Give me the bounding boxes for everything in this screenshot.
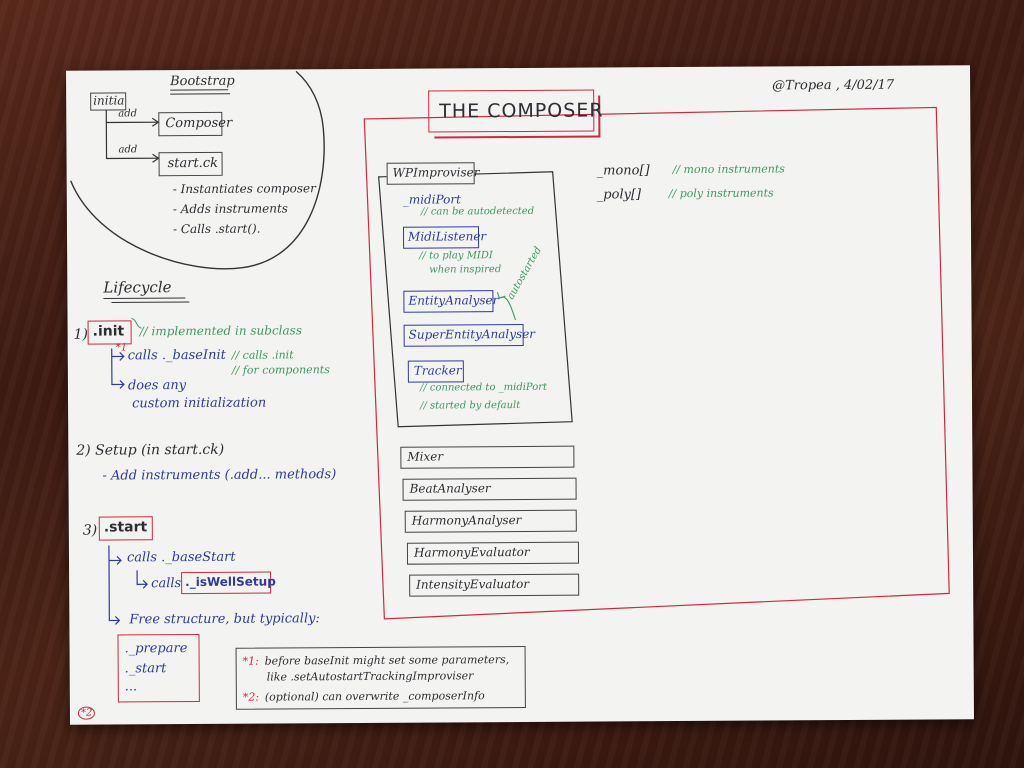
bootstrap-bullet-2: - Adds instruments [172,201,288,217]
footnote-1-line-1: before baseInit might set some parameter… [264,653,510,668]
baseinit-note-1: // calls .init [231,348,294,362]
signature: @Tropea , 4/02/17 [772,77,895,94]
calls-basestart: calls ._baseStart [126,549,236,566]
footnote-2-marker: *2: [242,690,260,704]
startck-box-label: start.ck [167,155,219,172]
mono-field: _mono[] [596,163,650,179]
improviser-label: WPImproviser [392,165,480,180]
midiport: _midiPort [402,192,461,207]
harmonyanalyser-box: HarmonyAnalyser [404,509,577,533]
start-method-label: .start [103,519,148,536]
add-label-startck: add [118,144,138,156]
calls-label: calls [151,576,182,592]
step3-number: 3) [82,522,98,539]
init-method-box: .init [87,320,132,345]
typical-steps-box: ._prepare ._start ... [117,633,200,703]
superentityanalyser-label: SuperEntityAnalyser [408,326,536,342]
composer-box: Composer [158,111,232,137]
intensityevaluator-label: IntensityEvaluator [416,576,530,592]
midilistener-box: MidiListener [402,226,486,249]
composer-title: THE COMPOSER [439,99,604,123]
tracker-note-1: // connected to _midiPort [419,381,548,394]
beatanalyser-box: BeatAnalyser [402,477,577,501]
footnote-marker-1: *1 [115,342,128,354]
entityanalyser-box: EntityAnalyser [403,290,498,313]
entityanalyser-label: EntityAnalyser [408,293,499,308]
harmonyevaluator-label: HarmonyEvaluator [413,544,530,560]
iswellsetup-label: ._isWellSetup [185,574,276,590]
superentityanalyser-box: SuperEntityAnalyser [403,323,535,347]
iswellsetup-box: ._isWellSetup [181,571,276,595]
tracker-note-2: // started by default [420,399,521,412]
improviser-box: WPImproviser [386,162,479,185]
harmonyevaluator-box: HarmonyEvaluator [406,541,580,565]
sketch-lines [70,70,950,625]
mixer-box: Mixer [400,445,575,469]
init-note: // implemented in subclass [139,323,303,339]
init-method-label: .init [92,323,125,340]
baseinit-note-2: // for components [231,363,330,377]
bootstrap-heading: Bootstrap [170,73,235,90]
startck-box: start.ck [158,151,223,177]
footnotes-box: *1: before baseInit might set some param… [235,645,526,710]
harmonyanalyser-label: HarmonyAnalyser [411,512,522,528]
tracker-box: Tracker [407,360,464,383]
step2-setup: 2) Setup (in start.ck) [76,441,225,459]
custom-init-line-2: custom initialization [132,395,267,412]
footnote-1-line-2: like .setAutostartTrackingImproviser [266,669,474,684]
add-label-composer: add [118,108,138,120]
poly-note: // poly instruments [668,186,774,201]
composer-box-label: Composer [165,115,233,132]
bootstrap-bullet-3: - Calls .start(). [172,221,261,237]
init-label: initia [93,93,125,108]
calls-baseinit: calls ._baseInit [127,347,226,364]
beatanalyser-label: BeatAnalyser [409,481,491,496]
start-step: ._start [124,661,167,677]
composer-title-box: THE COMPOSER [428,89,604,133]
midiport-note: // can be autodetected [420,205,535,218]
more-steps: ... [124,679,138,695]
midilistener-label: MidiListener [407,229,487,244]
footnote-1-marker: *1: [242,654,259,668]
tracker-label: Tracker [413,363,462,378]
mixer-label: Mixer [407,449,444,464]
intensityevaluator-box: IntensityEvaluator [409,573,580,597]
poly-field: _poly[] [596,187,642,203]
bootstrap-bullet-1: - Instantiates composer [172,181,316,197]
paper-sheet: @Tropea , 4/02/17 Bootstrap initia add a… [66,65,974,725]
midilistener-note-2: when inspired [429,264,502,276]
footnote-2-line: (optional) can overwrite _composerInfo [264,689,485,704]
free-structure: Free structure, but typically: [129,611,320,628]
lifecycle-heading: Lifecycle [103,278,172,297]
start-method-box: .start [98,516,153,541]
step2-add-instruments: - Add instruments (.add... methods) [102,467,337,484]
mono-note: // mono instruments [672,162,785,177]
step1-number: 1) [73,326,89,343]
custom-init-line-1: does any [127,378,187,394]
midilistener-note-1: // to play MIDI [419,250,493,262]
prepare-step: ._prepare [124,641,188,657]
